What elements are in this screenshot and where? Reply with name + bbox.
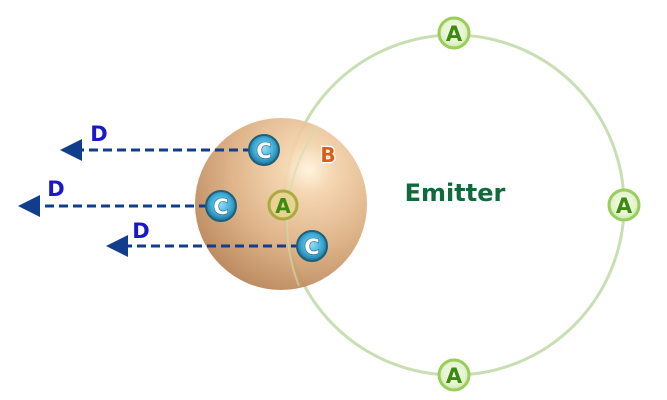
ring-marker-top: A <box>437 16 471 50</box>
arrow-d-bottom: D <box>106 218 300 257</box>
c-marker-bottom: C <box>296 230 328 262</box>
svg-text:A: A <box>446 22 463 46</box>
highlight-label-b: B <box>320 143 335 167</box>
svg-text:C: C <box>304 235 319 259</box>
sphere-marker-a: A <box>267 189 299 221</box>
emitter-label: Emitter <box>405 179 506 207</box>
c-marker-top: C <box>248 134 280 166</box>
arrow-d-middle: D <box>18 176 208 217</box>
svg-text:A: A <box>446 364 463 388</box>
svg-text:A: A <box>616 194 633 218</box>
svg-text:C: C <box>213 195 228 219</box>
arrow-d-top: D <box>60 121 252 161</box>
svg-text:A: A <box>275 194 291 218</box>
svg-text:C: C <box>256 139 271 163</box>
svg-text:D: D <box>132 219 149 243</box>
svg-text:D: D <box>47 177 64 201</box>
svg-text:D: D <box>90 122 107 146</box>
ring-marker-right: A <box>607 188 641 222</box>
ring-marker-bottom: A <box>437 358 471 392</box>
c-marker-middle: C <box>205 190 237 222</box>
